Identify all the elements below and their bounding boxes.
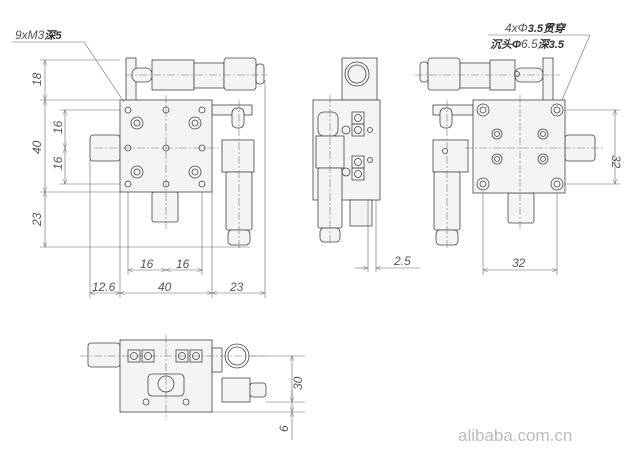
rear-plate (472, 99, 566, 194)
through-holes (476, 103, 564, 191)
dim-40-horizontal: 40 (158, 280, 172, 294)
dim-30: 30 (291, 376, 305, 390)
front-view: 9xM3深5 18 40 23 16 16 16 16 (12, 28, 268, 298)
watermark: alibaba.com.cn (458, 426, 572, 445)
micrometer-thimble (223, 57, 257, 91)
m3-holes (124, 106, 206, 188)
rear-view: 4xΦ3.5贯穿 沉头Φ6.5深3.5 32 32 (415, 21, 623, 275)
side-view: 2.5 (312, 57, 420, 272)
micrometer-barrel (193, 62, 225, 89)
dim-16-left: 16 (140, 257, 154, 271)
dim-2-5: 2.5 (393, 254, 411, 268)
side-bracket (341, 57, 378, 101)
dim-12-6: 12.6 (92, 280, 116, 294)
dim-6: 6 (277, 425, 291, 432)
callout-9xm3: 9xM3深5 (15, 28, 62, 42)
dim-23-vertical: 23 (30, 212, 44, 227)
dim-23-horizontal: 23 (229, 280, 244, 294)
dim-16-upper: 16 (51, 120, 65, 134)
callout-counterbore: 沉头Φ6.5深3.5 (490, 37, 565, 51)
bottom-knob (151, 191, 179, 223)
counterbore-holes (130, 116, 202, 179)
dim-32-vertical: 32 (609, 155, 623, 169)
dim-32-horizontal: 32 (512, 256, 526, 270)
dim-16-right: 16 (176, 257, 190, 271)
bottom-view: 30 6 (80, 335, 305, 440)
callout-through-hole: 4xΦ3.5贯穿 (505, 21, 567, 35)
dim-16-lower: 16 (51, 156, 65, 170)
dim-40-vertical: 40 (30, 140, 44, 154)
dim-18: 18 (30, 72, 44, 86)
